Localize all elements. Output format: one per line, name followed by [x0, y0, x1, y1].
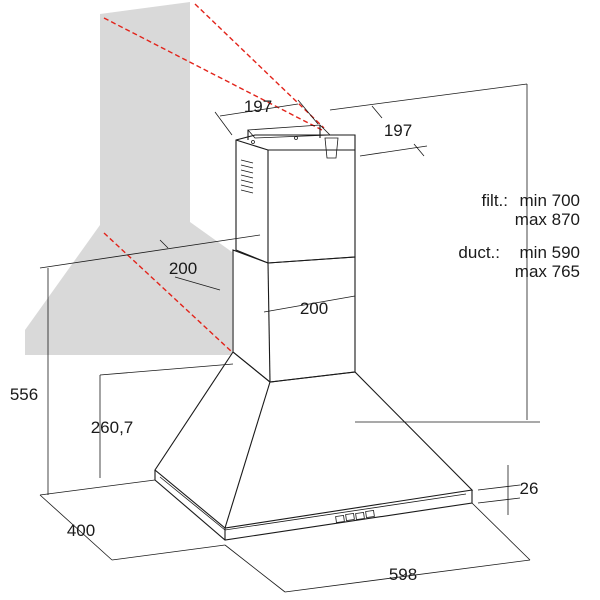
- dim-canopy-height: 26: [520, 479, 539, 498]
- filter-min: min 700: [520, 191, 580, 210]
- dim-chimney-to-bottom: 260,7: [91, 418, 134, 437]
- dim-duct-top-width: 197: [244, 97, 272, 116]
- filter-label: filt.:: [482, 191, 508, 210]
- wall-silhouette: [25, 2, 232, 355]
- dim-width: 598: [389, 565, 417, 584]
- dim-duct-top-depth: 197: [384, 121, 412, 140]
- upper-chimney: [235, 124, 356, 264]
- height-note: filt.: min 700 max 870 duct.: min 590 ma…: [458, 191, 580, 281]
- filter-max: max 870: [515, 210, 580, 229]
- lower-chimney: [232, 249, 356, 383]
- duct-min: min 590: [520, 243, 580, 262]
- dimension-lines: [39, 83, 540, 593]
- vent-slots: [240, 159, 254, 194]
- duct-label: duct.:: [458, 243, 500, 262]
- control-buttons: [335, 510, 375, 523]
- duct-max: max 765: [515, 262, 580, 281]
- dim-depth: 400: [67, 521, 95, 540]
- dim-total-height: 556: [10, 385, 38, 404]
- dim-duct-lower-depth: 200: [169, 259, 197, 278]
- hood-canopy: [154, 351, 474, 541]
- dim-duct-lower-width: 200: [300, 299, 328, 318]
- wall-guide-lines: [103, 3, 325, 353]
